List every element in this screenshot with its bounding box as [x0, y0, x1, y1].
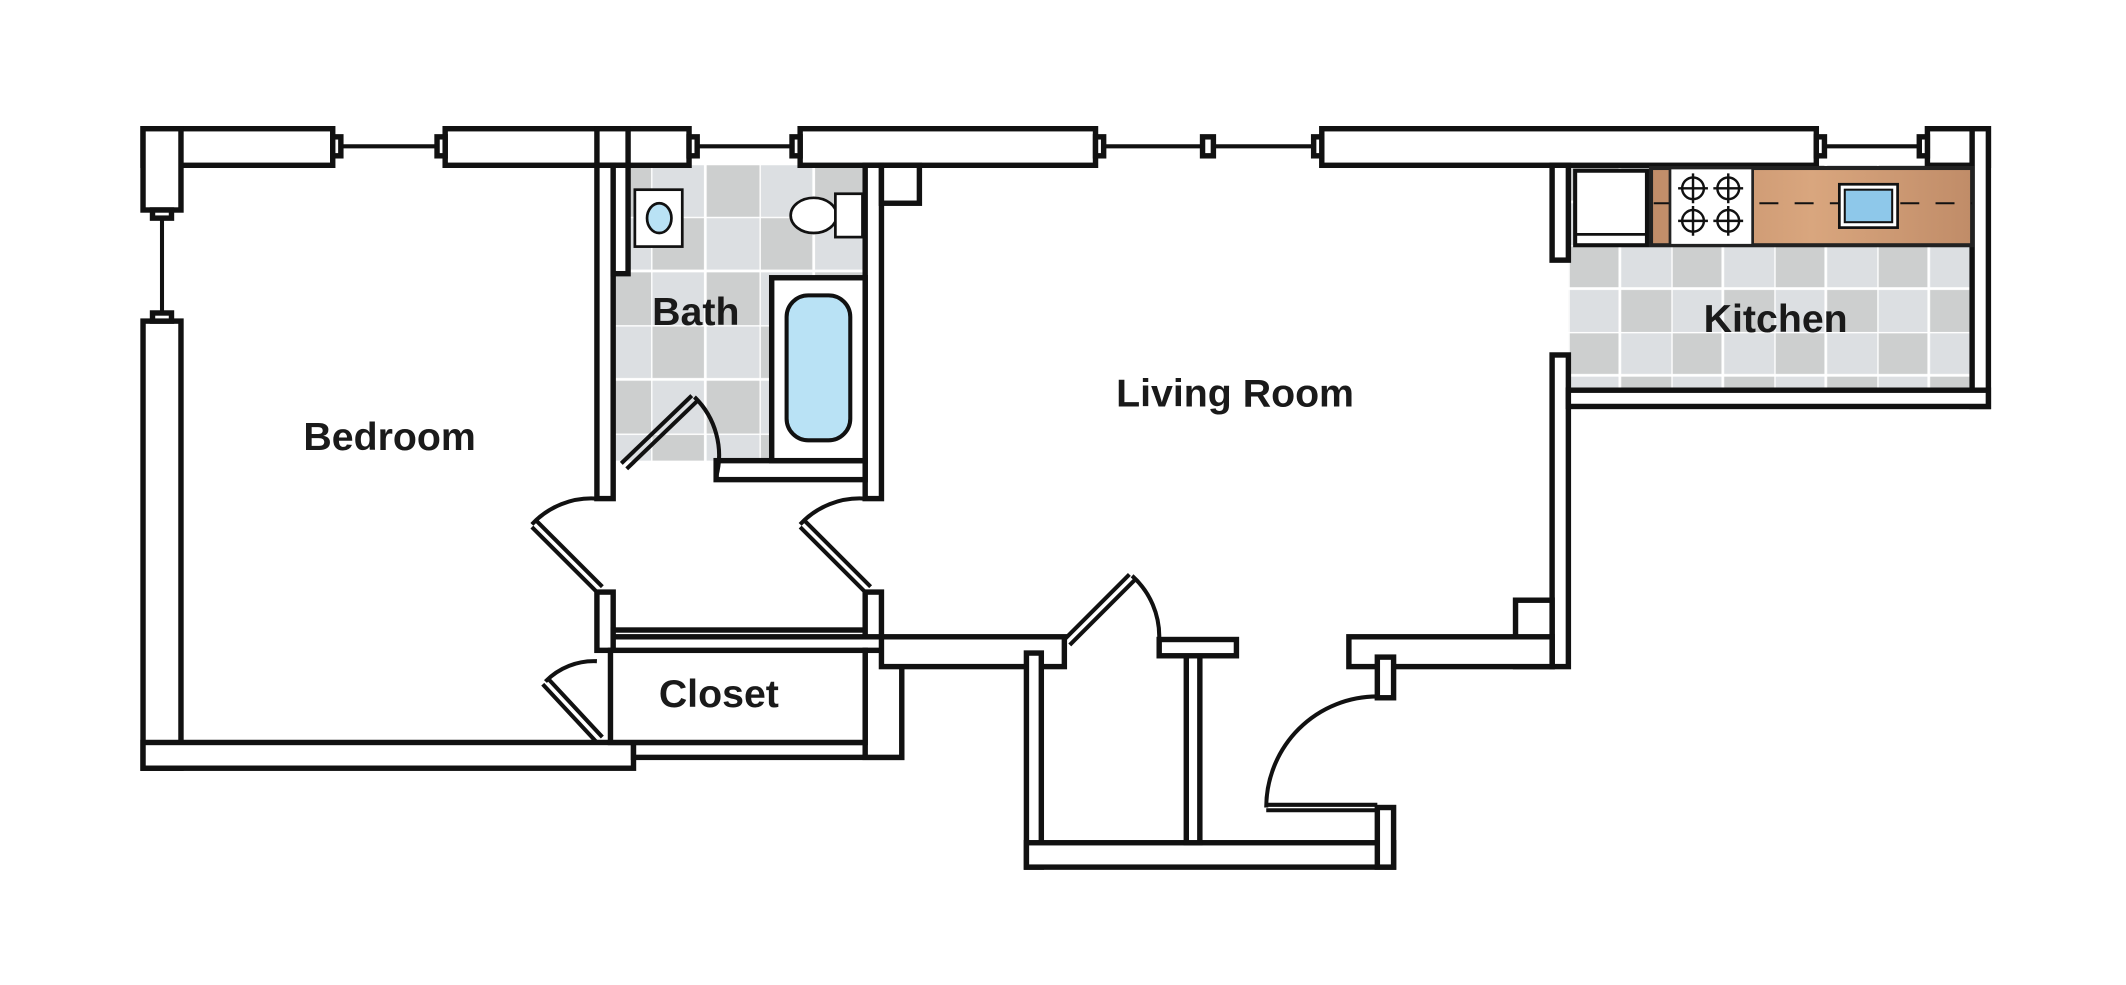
refrigerator-icon	[1573, 168, 1649, 248]
bathtub-icon	[768, 275, 868, 464]
toilet-icon	[789, 192, 864, 239]
room-label-bath: Bath	[652, 290, 739, 334]
sink-icon	[633, 188, 684, 248]
windows	[149, 134, 1931, 324]
kitchen-sink-icon	[1837, 182, 1899, 229]
walls	[140, 126, 1992, 870]
stove-icon	[1668, 166, 1754, 247]
room-label-living-room: Living Room	[1116, 371, 1354, 415]
doors	[530, 394, 1378, 813]
room-label-closet: Closet	[659, 672, 779, 716]
room-label-bedroom: Bedroom	[303, 415, 475, 459]
room-label-kitchen: Kitchen	[1704, 297, 1848, 341]
